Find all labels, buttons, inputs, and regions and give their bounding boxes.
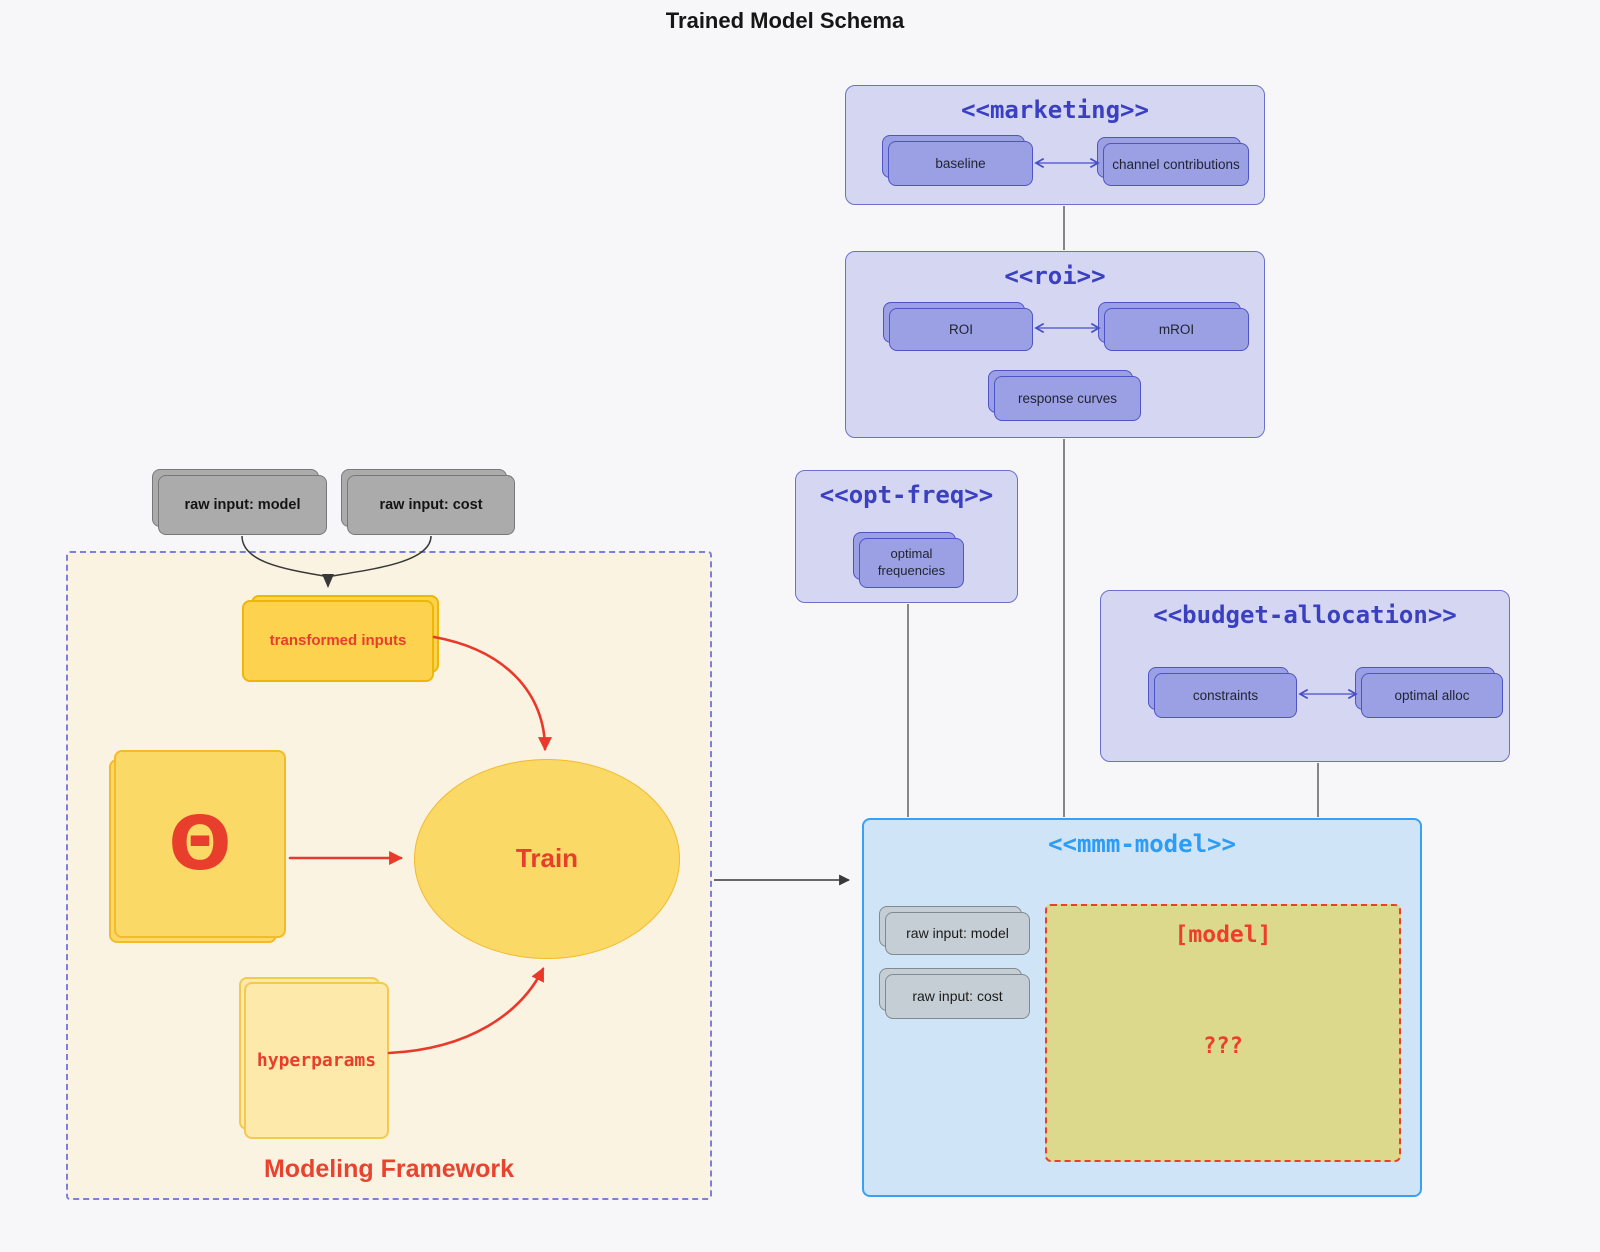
mmm-model-title: <<mmm-model>> (1048, 830, 1236, 858)
mroi-node: mROI (1104, 308, 1249, 351)
page-title: Trained Model Schema (665, 8, 905, 33)
theta-node: Θ (114, 750, 286, 938)
modeling-framework-label: Modeling Framework (263, 1155, 515, 1183)
roi-container: <<roi>> ROI mROI response curves (845, 251, 1265, 438)
response-curves-node: response curves (994, 376, 1141, 421)
model-placeholder-box: [model] ??? (1045, 904, 1401, 1162)
channel-contributions-node: channel contributions (1103, 143, 1249, 186)
raw-input-model-node: raw input: model (158, 475, 327, 535)
marketing-container: <<marketing>> baseline channel contribut… (845, 85, 1265, 205)
train-ellipse: Train (414, 759, 680, 959)
hyperparams-node: hyperparams (244, 982, 389, 1139)
opt-freq-container: <<opt-freq>> optimal frequencies (795, 470, 1018, 603)
budget-allocation-container: <<budget-allocation>> constraints optima… (1100, 590, 1510, 762)
baseline-node: baseline (888, 141, 1033, 186)
modeling-framework-container: transformed inputs Θ Train hyperparams M… (66, 551, 712, 1200)
raw-input-cost-node: raw input: cost (347, 475, 515, 535)
roi-title: <<roi>> (1004, 262, 1106, 290)
mmm-model-container: <<mmm-model>> raw input: model raw input… (862, 818, 1422, 1197)
mmm-raw-input-model-node: raw input: model (885, 912, 1030, 955)
marketing-title: <<marketing>> (961, 96, 1149, 124)
constraints-node: constraints (1154, 673, 1297, 718)
mmm-raw-input-cost-node: raw input: cost (885, 974, 1030, 1019)
optimal-alloc-node: optimal alloc (1361, 673, 1503, 718)
model-box-placeholder: ??? (1203, 1034, 1243, 1059)
budget-allocation-title: <<budget-allocation>> (1153, 601, 1457, 629)
model-box-title: [model] (1174, 922, 1272, 948)
transformed-inputs-node: transformed inputs (242, 600, 434, 682)
optimal-frequencies-node: optimal frequencies (859, 538, 964, 588)
opt-freq-title: <<opt-freq>> (819, 481, 994, 509)
roi-node: ROI (889, 308, 1033, 351)
